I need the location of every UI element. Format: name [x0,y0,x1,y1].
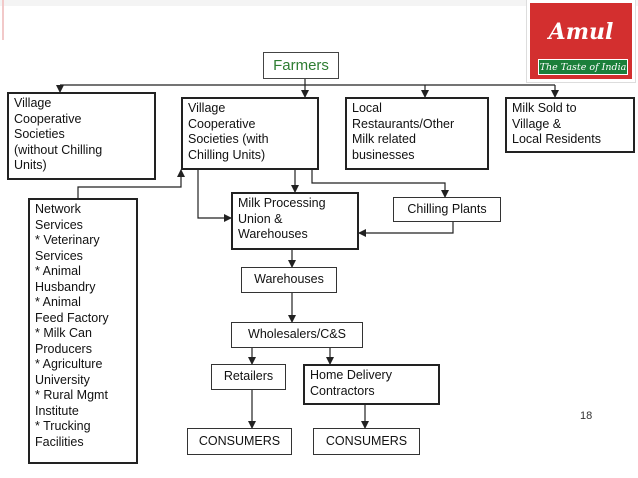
logo-tagline: The Taste of India [538,59,628,75]
node-vcs-without-chilling: Village Cooperative Societies (without C… [7,92,156,180]
arrow-network-to-vcs [77,169,185,198]
node-farmers: Farmers [263,52,339,79]
node-local-restaurants: Local Restaurants/Other Milk related bus… [345,97,489,170]
arrow-chilling-to-milk-processing [358,222,454,237]
node-retailers: Retailers [211,364,286,390]
node-warehouses: Warehouses [241,267,337,293]
node-chilling-plants: Chilling Plants [393,197,501,222]
node-consumers-retail: CONSUMERS [187,428,292,455]
slide-left-accent [2,0,4,40]
node-wholesalers: Wholesalers/C&S [231,322,363,348]
arrow-vcs-to-chilling-plants [311,170,449,198]
node-network-services: Network Services * Veterinary Services *… [28,198,138,464]
node-milk-processing-union: Milk Processing Union & Warehouses [231,192,359,250]
arrow-vcs-to-milk-processing [197,170,232,222]
amul-logo: Amul The Taste of India [526,0,636,83]
slide-top-edge [0,0,638,6]
logo-brand: Amul [548,19,614,45]
node-vcs-with-chilling: Village Cooperative Societies (with Chil… [181,97,319,170]
page-number: 18 [580,410,593,422]
node-milk-sold-local: Milk Sold to Village & Local Residents [505,97,635,153]
node-consumers-home-delivery: CONSUMERS [313,428,420,455]
node-home-delivery: Home Delivery Contractors [303,364,440,405]
